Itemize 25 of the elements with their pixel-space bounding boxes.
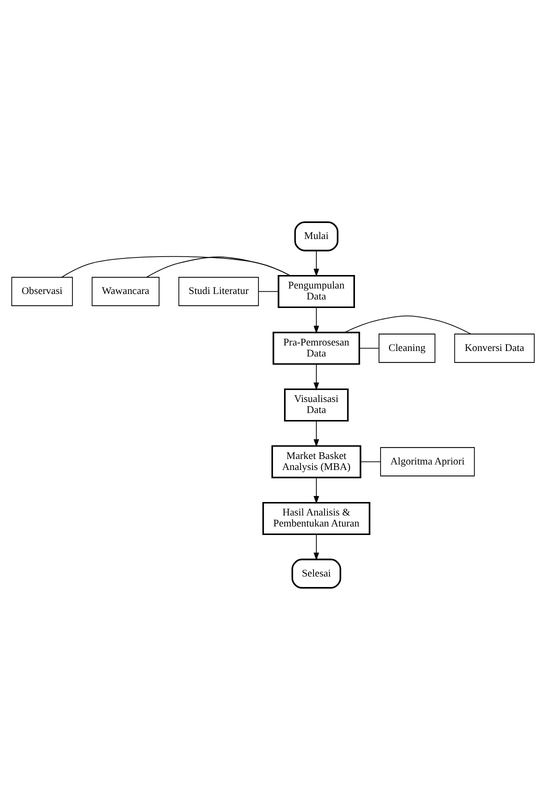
arrow bbox=[314, 476, 320, 504]
node-box: Studi Literatur bbox=[178, 276, 259, 306]
arrow bbox=[314, 363, 320, 390]
connector bbox=[344, 314, 472, 334]
connector bbox=[359, 347, 380, 348]
connector bbox=[360, 460, 381, 462]
node-box: Pengumpulan Data bbox=[278, 274, 355, 308]
arrow bbox=[314, 534, 320, 560]
node-box: Mulai bbox=[294, 220, 338, 251]
node-box: Pra-Pemrosesan Data bbox=[272, 331, 360, 364]
node-box: Cleaning bbox=[378, 333, 436, 362]
connector bbox=[146, 256, 291, 278]
node-box: Market Basket Analysis (MBA) bbox=[271, 444, 362, 478]
node-box: Algoritma Apriori bbox=[380, 446, 475, 476]
connector bbox=[258, 290, 279, 292]
arrow bbox=[314, 250, 320, 276]
arrow bbox=[314, 306, 320, 334]
arrow bbox=[314, 420, 320, 447]
connector bbox=[61, 256, 291, 278]
node-box: Hasil Analisis & Pembentukan Aturan bbox=[262, 501, 370, 535]
node-box: Visualisasi Data bbox=[284, 388, 349, 422]
node-box: Selesai bbox=[292, 558, 342, 588]
node-box: Konversi Data bbox=[454, 333, 535, 362]
node-box: Observasi bbox=[11, 276, 73, 306]
node-box: Wawancara bbox=[92, 276, 160, 306]
